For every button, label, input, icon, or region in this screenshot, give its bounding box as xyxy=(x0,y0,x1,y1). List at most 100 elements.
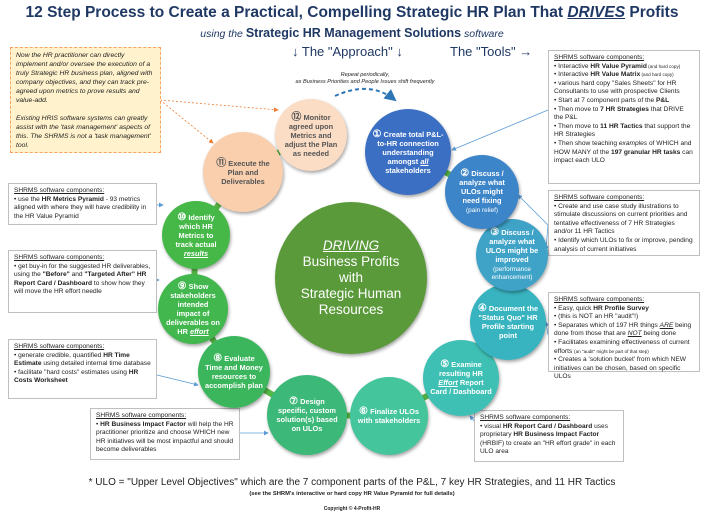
box-item: • Facilitates examining effectiveness of… xyxy=(554,339,694,356)
title-end: Profits xyxy=(625,4,679,21)
text-segment: Effort xyxy=(438,378,458,387)
box-heading: SHRMS software components: xyxy=(96,412,187,419)
box-item: • Create and use case study illustration… xyxy=(554,203,694,237)
step-number-icon: ⑦ xyxy=(289,396,299,407)
center-line: Resources xyxy=(318,302,384,317)
text-segment: to show how they will move the HR effort… xyxy=(14,279,145,296)
step-number-icon: ⑫ xyxy=(291,111,302,123)
box-item: • Easy, quick HR Profile Survey xyxy=(554,305,694,314)
text-segment: Discuss / analyze what ULOs might be imp… xyxy=(485,228,539,264)
text-segment: (HRBIF) to create an "HR effort grade" i… xyxy=(480,439,616,456)
step-2-circle: ② Discuss / analyze what ULOs might need… xyxy=(445,155,519,229)
text-segment: • generate credible, quantified xyxy=(14,351,104,359)
repeat-note-line: as Business Priorities and People Issues… xyxy=(295,79,435,85)
text-segment: Finalize ULOs with stakeholders xyxy=(357,407,421,425)
text-segment: that support the HR Strategies xyxy=(554,122,691,139)
step-label: ⑪ Execute the Plan and Deliverables xyxy=(210,158,276,186)
step-10-circle: ⑩ Identify which HR Metrics to track act… xyxy=(162,201,230,269)
text-segment: 7 HR Strategies xyxy=(600,105,649,113)
text-segment: (and hard copy) xyxy=(640,72,674,78)
text-segment: uses proprietary xyxy=(480,422,609,439)
box-heading: SHRMS software components: xyxy=(554,194,645,201)
box-heading: SHRMS software components: xyxy=(14,343,105,350)
text-segment: Discuss / analyze what ULOs might need f… xyxy=(459,169,505,205)
ulo-footnote-sub: (see the SHRM's interactive or hard copy… xyxy=(249,491,455,497)
tools-box-step5: SHRMS software components:• visual HR Re… xyxy=(474,410,624,462)
text-segment: • xyxy=(96,420,101,428)
text-segment: - 93 metrics aligned with where they wil… xyxy=(14,195,147,220)
text-segment: Execute the Plan and Deliverables xyxy=(221,158,270,186)
subtitle-post: software xyxy=(461,28,504,40)
step-7-circle: ⑦ Design specific, custom solution(s) ba… xyxy=(267,375,347,455)
text-segment: HR Value Pyramid xyxy=(590,62,647,70)
text-segment: being done xyxy=(641,330,677,338)
text-segment: NOT xyxy=(627,330,642,338)
step-number-icon: ④ xyxy=(477,303,487,314)
text-segment: "Targeted After" HR Report Card / Dashbo… xyxy=(14,271,147,287)
tools-box-step9: SHRMS software components:• get buy-in f… xyxy=(8,250,157,313)
step-label: ⑧ Evaluate Time and Money resources to a… xyxy=(205,353,263,391)
step-label: ⑨ Show stakeholders intended impact of d… xyxy=(165,281,221,337)
box-item: • (this is NOT an HR "audit"!) xyxy=(554,313,694,322)
step-number-icon: ⑩ xyxy=(177,211,187,223)
pointer-line xyxy=(159,99,279,113)
approach-label: ↓ The "Approach" ↓ xyxy=(292,44,403,59)
text-segment: Document the "Status Quo" HR Profile sta… xyxy=(478,304,539,340)
tools-box-step10: SHRMS software components: • use the HR M… xyxy=(8,183,157,225)
step-4-circle: ④ Document the "Status Quo" HR Profile s… xyxy=(470,284,546,360)
text-segment: Now the HR practitioner can directly imp… xyxy=(16,52,153,104)
step-label: ⑩ Identify which HR Metrics to track act… xyxy=(169,211,223,258)
box-item: • Creates a 'solution bucket' from which… xyxy=(554,356,694,382)
text-segment: • Then show teaching xyxy=(554,139,619,147)
text-segment: (an "audit" might be part of that step) xyxy=(574,348,649,354)
box-heading: SHRMS software components: xyxy=(14,187,105,194)
text-segment: can impact each ULO xyxy=(554,148,693,165)
box-item: • Separates which of 197 HR things ARE b… xyxy=(554,322,694,339)
step-1-circle: ① Create total P&L-to-HR connection unde… xyxy=(365,109,451,195)
box-item: • Start at 7 component parts of the P&L xyxy=(554,97,694,106)
repeat-note-line: Repeat periodically, xyxy=(340,72,390,78)
text-segment: will help the HR practitioner prioritize… xyxy=(96,420,234,454)
text-segment: Monitor agreed upon Metrics and adjust t… xyxy=(284,112,338,158)
tools-box-step8: SHRMS software components:• generate cre… xyxy=(8,339,157,399)
box-heading: SHRMS software components: xyxy=(480,414,571,421)
pointer-line xyxy=(156,374,199,387)
center-line: with xyxy=(338,270,363,285)
step-note: (pain relief) xyxy=(466,207,498,214)
step-number-icon: ⑨ xyxy=(177,281,187,292)
step-label: ② Discuss / analyze what ULOs might need… xyxy=(452,169,512,206)
step-number-icon: ⑧ xyxy=(213,353,223,364)
text-segment: • get buy-in for the suggested HR delive… xyxy=(14,262,151,279)
step-label: ① Create total P&L-to-HR connection unde… xyxy=(372,128,444,175)
step-number-icon: ① xyxy=(372,128,382,140)
text-segment: • Then move to xyxy=(554,105,601,113)
text-segment: of WHICH and HOW MANY of the xyxy=(554,139,692,156)
text-segment: • Separates which of 197 HR things xyxy=(554,321,660,329)
text-segment: that DRIVE the P&L xyxy=(554,105,684,122)
tools-box-step1: SHRMS software components:• Interactive … xyxy=(548,50,700,184)
text-segment: HR Value Matrix xyxy=(590,71,641,79)
text-segment: examples xyxy=(618,139,648,147)
text-segment: HR Metrics Pyramid xyxy=(41,195,104,203)
step-8-circle: ⑧ Evaluate Time and Money resources to a… xyxy=(198,336,270,408)
text-segment: Show stakeholders intended impact of del… xyxy=(166,282,220,336)
pointer-line xyxy=(517,194,549,226)
text-segment: Examine resulting HR xyxy=(439,360,483,378)
text-segment: • Creates a 'solution bucket' from which… xyxy=(554,356,686,381)
box-item: • Then move to 11 HR Tactics that suppor… xyxy=(554,123,694,140)
center-line: Strategic Human xyxy=(300,286,402,301)
text-segment: • visual xyxy=(480,422,503,430)
step-label: ⑥ Finalize ULOs with stakeholders xyxy=(357,407,421,426)
box-item: • Then move to 7 HR Strategies that DRIV… xyxy=(554,106,694,123)
text-segment: results xyxy=(183,248,209,258)
box-item: Now the HR practitioner can directly imp… xyxy=(16,51,155,105)
text-segment: (and hard copy) xyxy=(646,63,681,69)
text-segment: Design specific, custom solution(s) base… xyxy=(276,397,338,433)
box-item: • use the HR Metrics Pyramid - 93 metric… xyxy=(14,196,151,222)
box-item: • get buy-in for the suggested HR delive… xyxy=(14,263,151,297)
text-segment: Identify which HR Metrics to track actua… xyxy=(175,212,217,249)
box-item: • facilitate "hard costs" estimates usin… xyxy=(14,369,151,386)
text-segment: HR Time Estimate xyxy=(14,351,130,368)
tools-label: The "Tools" → xyxy=(450,44,533,59)
title-emphasis: DRIVES xyxy=(567,4,626,21)
